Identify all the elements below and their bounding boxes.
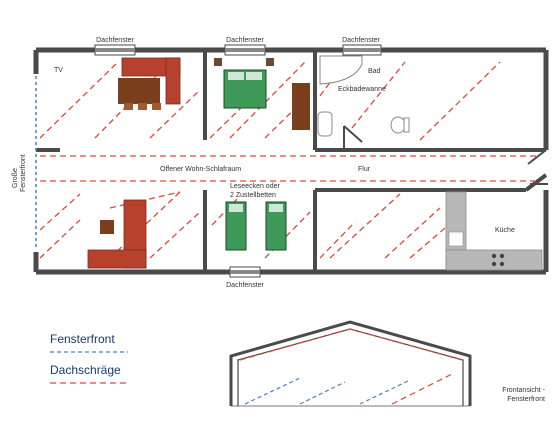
label-grosse-fensterfront: Große Fensterfront: [12, 154, 27, 192]
bed-icon: [265, 201, 287, 251]
label-flur: Flur: [358, 166, 371, 173]
bathtub-icon: [319, 55, 363, 85]
table-icon: [100, 220, 114, 234]
door-icon: [527, 149, 547, 165]
front-view: [229, 320, 472, 407]
window-icon: [224, 44, 266, 56]
label-frontansicht: Fensterfront: [507, 396, 545, 403]
table-icon: [292, 83, 310, 130]
bed-icon: [214, 58, 274, 109]
outer-walls: [33, 47, 549, 275]
label-bad: Bad: [368, 68, 381, 75]
door-icon: [343, 125, 363, 148]
legend-fensterfront-label: Fensterfront: [50, 332, 115, 346]
table-icon: [118, 78, 161, 110]
label-leseecken: Leseecken oder: [230, 183, 280, 190]
window-icon: [342, 44, 382, 56]
kitchen-counter: [445, 191, 543, 271]
label-leseecken: 2 Zustellbetten: [230, 192, 276, 199]
sofa-icon: [87, 199, 147, 269]
label-dachfenster: Dachfenster: [226, 37, 264, 44]
interior-walls: [36, 50, 548, 272]
label-frontansicht: Frontansicht -: [502, 387, 545, 394]
label-tv: TV: [54, 67, 63, 74]
stove-icon: [491, 253, 505, 267]
sink-icon: [317, 111, 333, 137]
sofa-icon: [121, 57, 181, 105]
bed-icon: [225, 201, 247, 251]
svg-text:Fensterfront: Fensterfront: [20, 154, 27, 192]
label-dachfenster: Dachfenster: [96, 37, 134, 44]
svg-text:Große: Große: [12, 168, 19, 188]
label-eckbadewanne: Eckbadewanne: [338, 86, 386, 93]
window-icon: [229, 266, 261, 278]
window-icon: [94, 44, 136, 56]
label-dachfenster: Dachfenster: [226, 282, 264, 289]
label-kueche: Küche: [495, 227, 515, 234]
label-dachfenster: Dachfenster: [342, 37, 380, 44]
label-offener-raum: Offener Wohn-Schlafraum: [160, 166, 241, 173]
legend-dachschraege-label: Dachschräge: [50, 363, 121, 377]
toilet-icon: [390, 116, 410, 134]
